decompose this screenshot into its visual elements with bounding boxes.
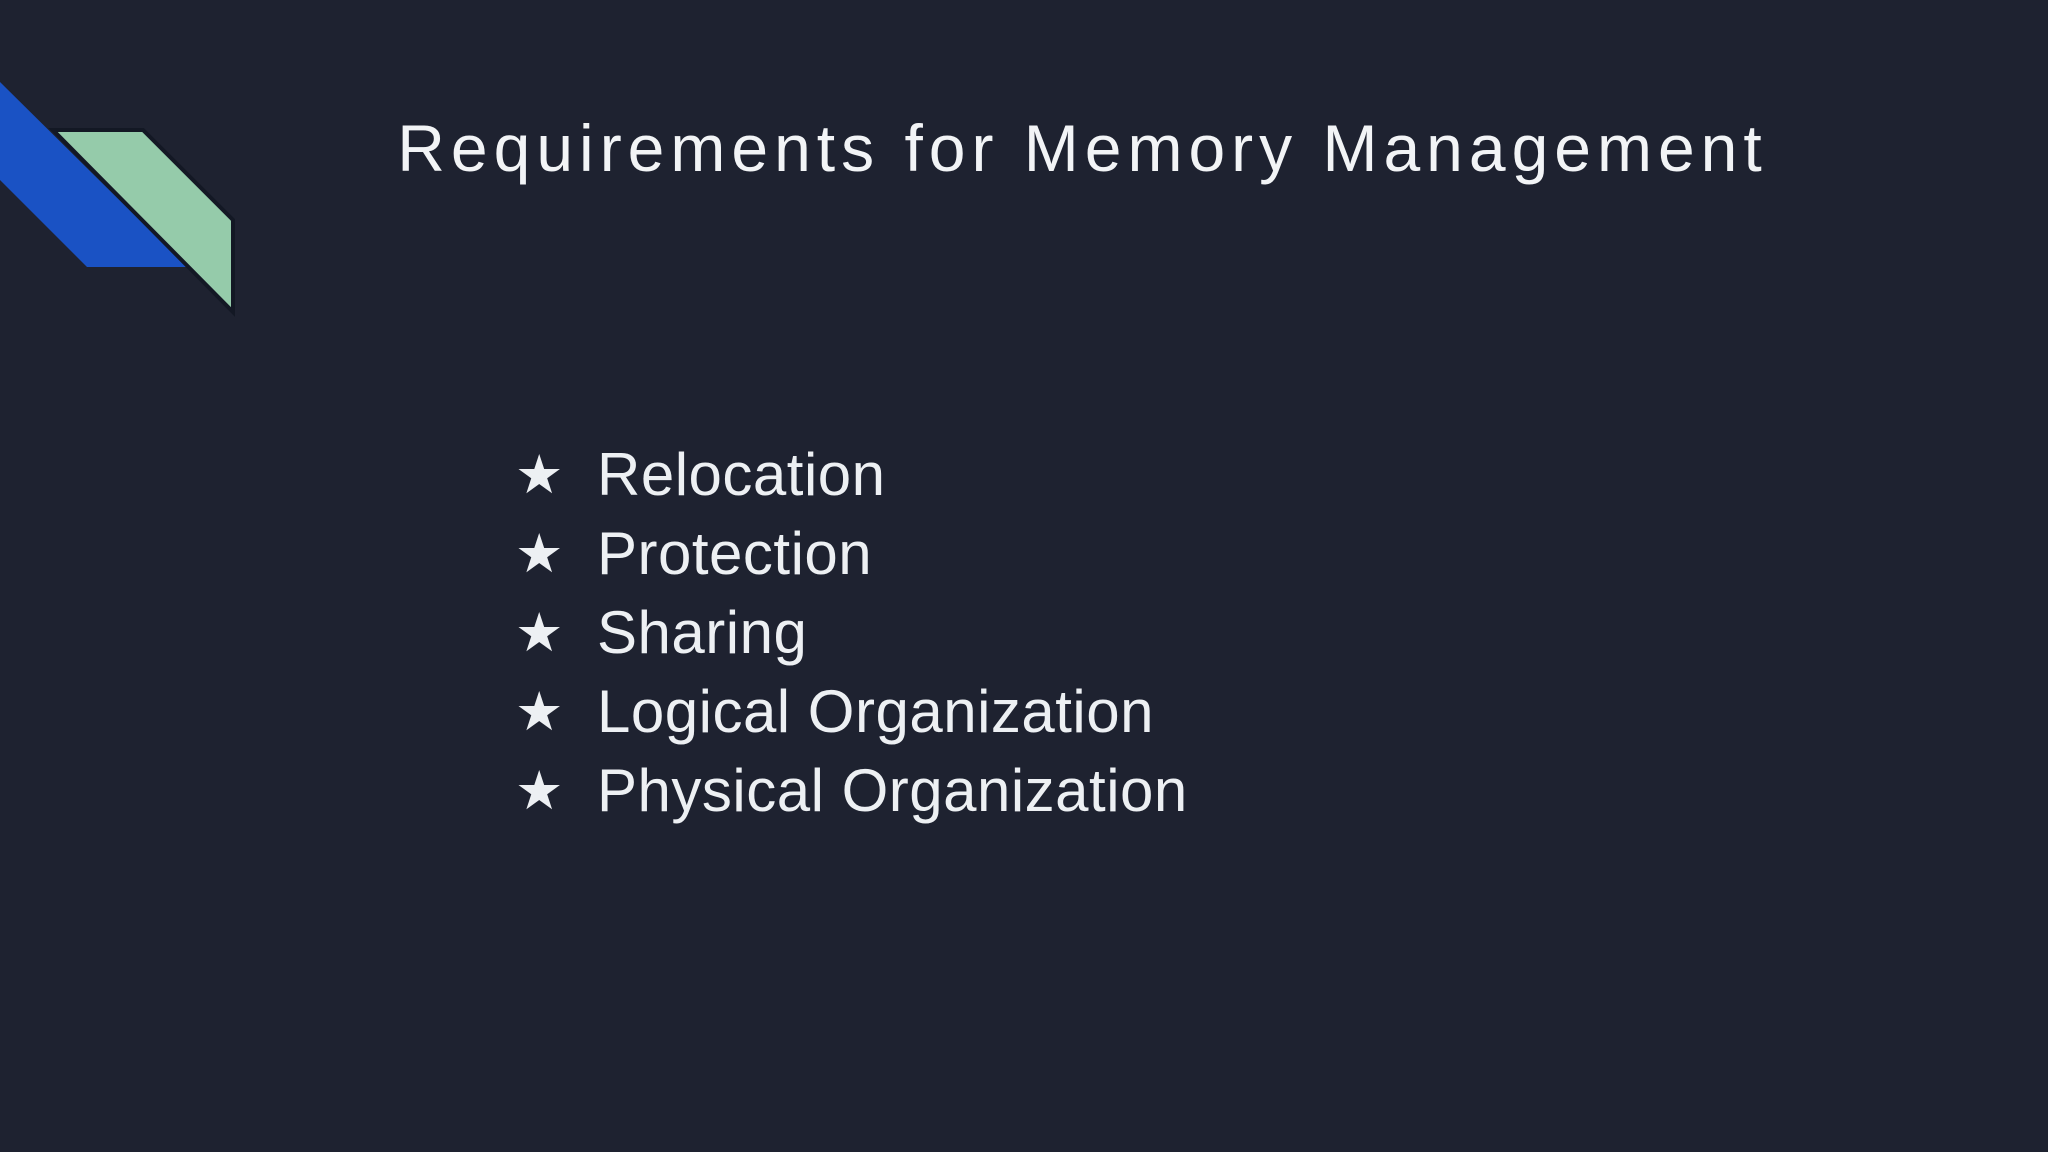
bullet-label: Relocation	[597, 440, 886, 508]
list-item: ★ Relocation	[515, 435, 1188, 514]
star-bullet-icon: ★	[515, 521, 564, 585]
list-item: ★ Physical Organization	[515, 751, 1188, 830]
bullet-label: Logical Organization	[597, 677, 1155, 745]
slide-title: Requirements for Memory Management	[397, 111, 1768, 185]
bullet-list: ★ Relocation ★ Protection ★ Sharing ★ Lo…	[515, 435, 1188, 830]
list-item: ★ Logical Organization	[515, 672, 1188, 751]
green-ribbon-shape	[48, 128, 235, 317]
star-bullet-icon: ★	[515, 758, 564, 822]
corner-ribbon-decoration	[0, 82, 235, 317]
star-bullet-icon: ★	[515, 679, 564, 743]
star-bullet-icon: ★	[515, 442, 564, 506]
list-item: ★ Protection	[515, 514, 1188, 593]
star-bullet-icon: ★	[515, 600, 564, 664]
bullet-label: Protection	[597, 519, 873, 587]
bullet-label: Physical Organization	[597, 756, 1188, 824]
list-item: ★ Sharing	[515, 593, 1188, 672]
bullet-label: Sharing	[597, 598, 808, 666]
